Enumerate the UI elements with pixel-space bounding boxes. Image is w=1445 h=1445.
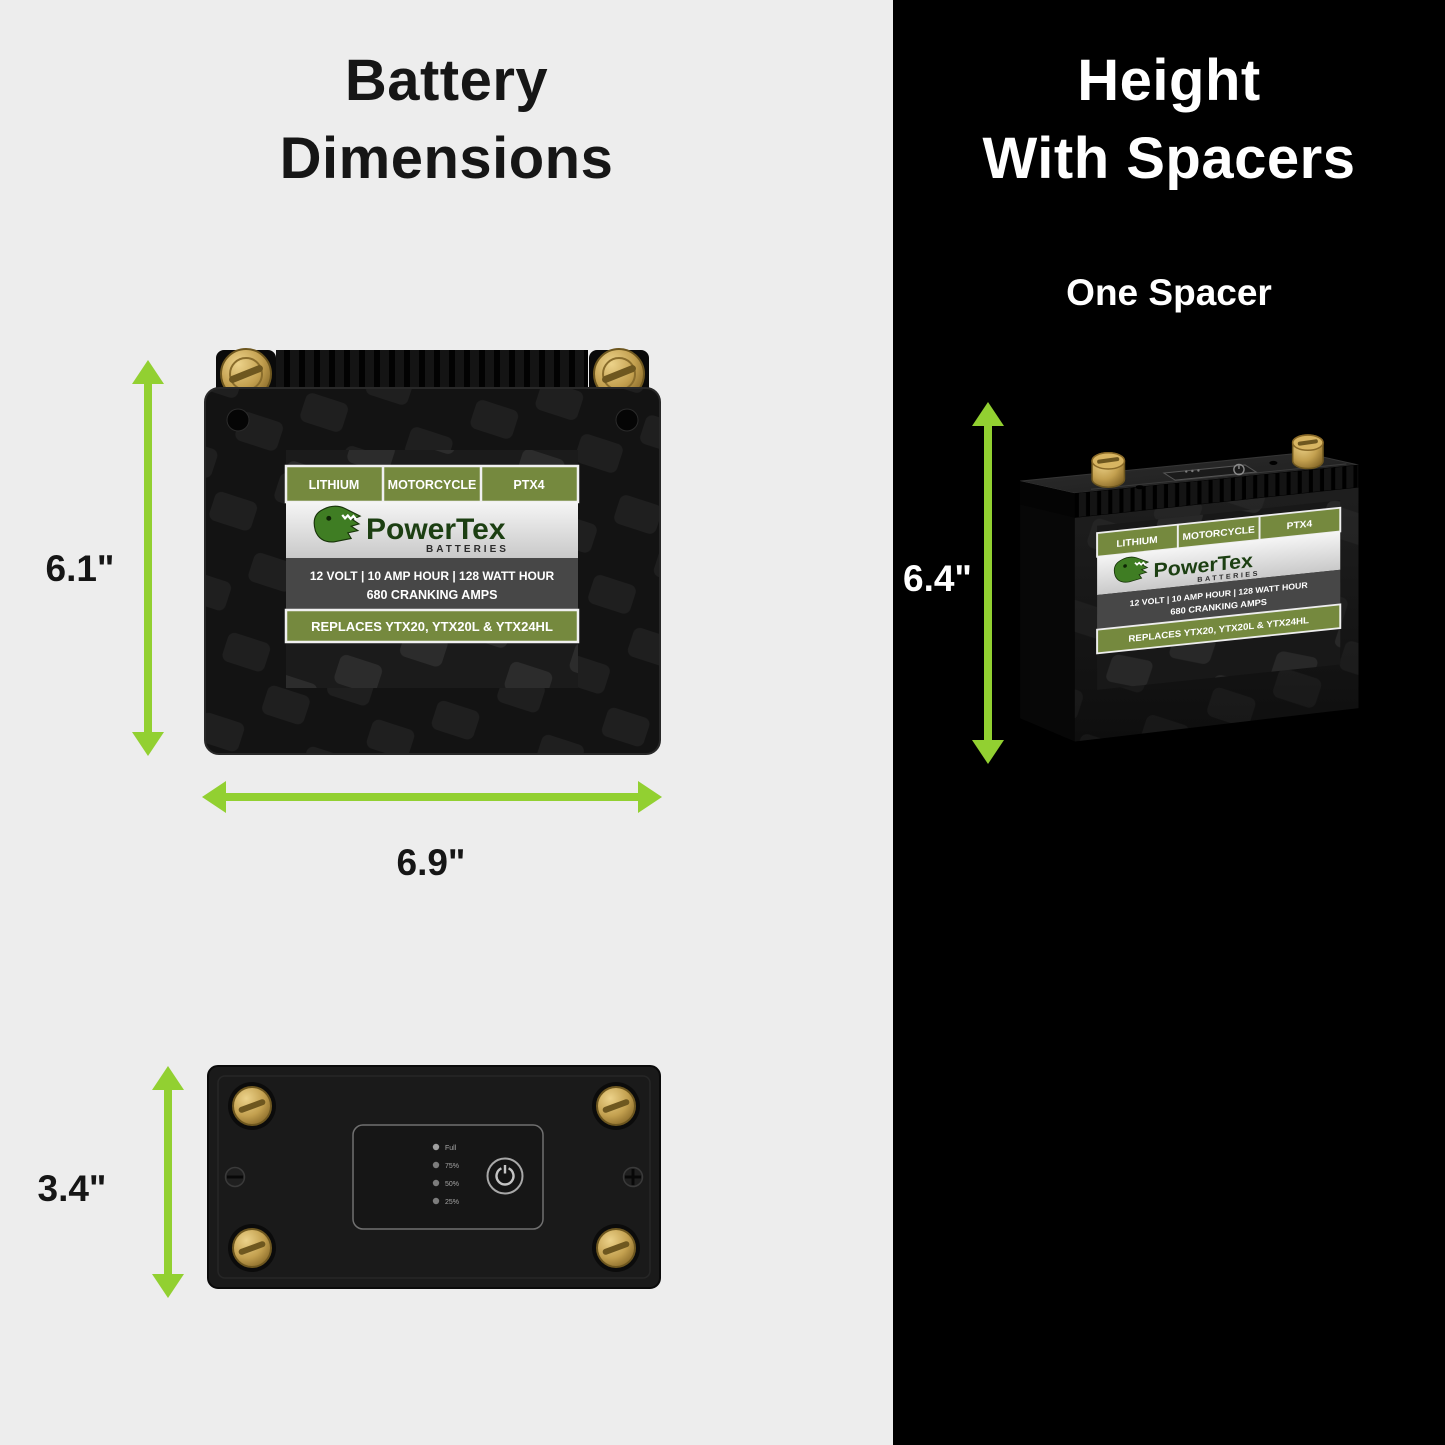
gauge-dot-75 [432, 1161, 440, 1169]
gauge-dot-full [432, 1143, 440, 1151]
arrow-head-right [638, 781, 662, 813]
one-spacer-subtitle: One Spacer [1066, 272, 1272, 313]
tag-lithium-3d: LITHIUM [1116, 535, 1157, 550]
sticker3d-logo-row: PowerTex BATTERIES [1097, 531, 1341, 596]
flathead-screw-left [224, 1166, 246, 1188]
battery-front-view: LITHIUM MOTORCYCLE PTX4 PowerTex BATTERI… [204, 348, 661, 755]
arrow-shaft [144, 380, 152, 736]
right-title-line1: Height [1077, 48, 1261, 113]
spacer-height-label: 6.4" [903, 558, 972, 599]
gauge-dot-25 [432, 1197, 440, 1205]
top-terminal-4 [592, 1224, 640, 1272]
top-depth-label: 3.4" [37, 1168, 107, 1209]
right-title-line2: With Spacers [982, 125, 1356, 191]
brand-dino-icon-3d [1113, 556, 1150, 583]
gauge-dot-50 [432, 1179, 440, 1187]
arrow-shaft [164, 1086, 172, 1278]
left-title-line1: Battery [344, 48, 549, 113]
brand-sub: BATTERIES [426, 544, 509, 555]
arrow-shaft [222, 793, 642, 801]
battery-sticker-3d: LITHIUM MOTORCYCLE PTX4 PowerTex BATTERI… [1096, 500, 1342, 690]
left-title-line2: Dimensions [279, 125, 614, 191]
spacer-height-arrow [971, 402, 1005, 764]
arrow-head-down [972, 740, 1004, 764]
front-height-label: 6.1" [45, 548, 115, 589]
brand-dino-icon [313, 505, 362, 543]
top-control-panel [1162, 463, 1258, 481]
sticker-specs-row: 12 VOLT | 10 AMP HOUR | 128 WATT HOUR 68… [286, 558, 578, 610]
battery-3d-view: LITHIUM MOTORCYCLE PTX4 PowerTex BATTERI… [1019, 434, 1359, 742]
left-panel-title: Battery Dimensions [0, 42, 893, 197]
sticker-tags-row: LITHIUM MOTORCYCLE PTX4 [284, 464, 580, 504]
top-bolt-hole-right [1269, 460, 1278, 465]
sticker-replaces-row: REPLACES YTX20, YTX20L & YTX24HL [284, 608, 580, 644]
arrow-shaft [984, 422, 992, 744]
front-height-arrow [131, 360, 165, 756]
top-terminal-2 [592, 1082, 640, 1130]
sticker3d-specs-row: 12 VOLT | 10 AMP HOUR | 128 WATT HOUR 68… [1097, 569, 1341, 630]
terminal-left [216, 348, 276, 400]
charge-indicator-panel: Full 75% 50% 25% [352, 1124, 544, 1230]
battery-left-face [1020, 481, 1075, 742]
sticker3d-tags-row: LITHIUM MOTORCYCLE PTX4 [1096, 506, 1342, 558]
tag-model: PTX4 [513, 478, 544, 492]
tag-lithium: LITHIUM [309, 478, 360, 492]
gauge-label-75: 75% [445, 1163, 459, 1170]
front-width-arrow [202, 780, 662, 814]
top-terminal-1 [228, 1082, 276, 1130]
power-button-icon[interactable] [486, 1157, 524, 1195]
vent-ribs [276, 350, 588, 394]
arrow-head-down [152, 1274, 184, 1298]
specs-line2: 680 CRANKING AMPS [367, 588, 498, 602]
top-bolt-hole-left [1135, 485, 1144, 490]
phillips-screw-right [622, 1166, 644, 1188]
top-terminal-3 [228, 1224, 276, 1272]
gauge-label-full: Full [445, 1145, 457, 1152]
case-bolt-right [615, 408, 639, 432]
sticker-logo-row: PowerTex BATTERIES [286, 502, 578, 558]
gauge-label-25: 25% [445, 1199, 459, 1206]
tag-motorcycle: MOTORCYCLE [388, 478, 477, 492]
replaces-text: REPLACES YTX20, YTX20L & YTX24HL [311, 619, 553, 634]
terminal-3d-right [1291, 434, 1324, 470]
case-bolt-left [226, 408, 250, 432]
battery-top-view: Full 75% 50% 25% [207, 1065, 661, 1289]
gauge-label-50: 50% [445, 1181, 459, 1188]
arrow-head-down [132, 732, 164, 756]
tag-model-3d: PTX4 [1287, 519, 1313, 532]
top-case-seam [217, 1075, 651, 1279]
top-depth-arrow [151, 1066, 185, 1298]
brand-name: PowerTex [366, 513, 506, 546]
front-width-label: 6.9" [396, 842, 466, 883]
right-panel-title: Height With Spacers [893, 42, 1445, 197]
battery-sticker: LITHIUM MOTORCYCLE PTX4 PowerTex BATTERI… [284, 450, 580, 688]
specs-line1: 12 VOLT | 10 AMP HOUR | 128 WATT HOUR [310, 569, 555, 583]
power-button-icon-small [1233, 463, 1245, 476]
spacer-ribs [1074, 464, 1359, 518]
terminal-3d-left [1091, 452, 1126, 488]
